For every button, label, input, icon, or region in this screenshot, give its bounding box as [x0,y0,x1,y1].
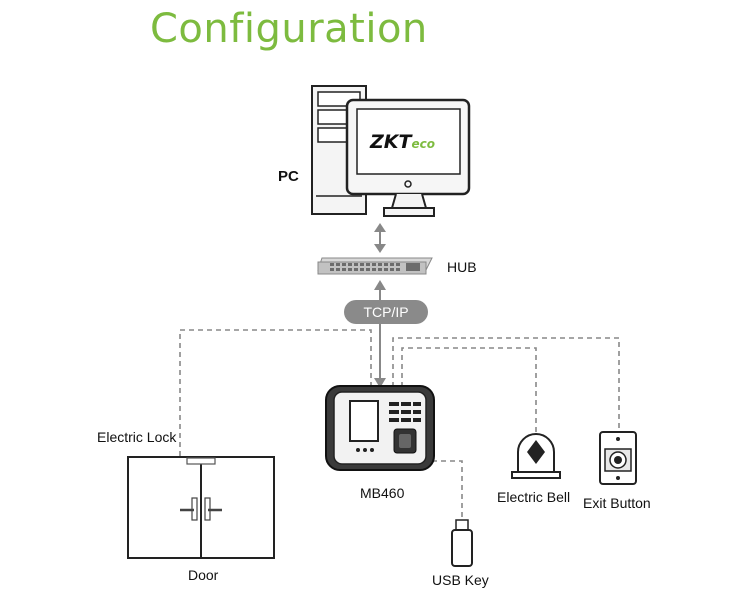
electric-lock-label: Electric Lock [97,429,177,445]
page-title: Configuration [150,6,428,52]
usb-key-label: USB Key [432,572,489,588]
door-icon [127,456,275,559]
usb-line [432,460,463,522]
pc-hub-arrow [374,223,386,253]
exit-button-icon [599,431,637,485]
usb-key-icon [451,519,473,567]
door-label: Door [188,567,219,583]
exit-button-label: Exit Button [583,495,651,511]
hub-icon [317,257,433,275]
hub-label: HUB [447,259,477,275]
electric-bell-label: Electric Bell [497,489,571,505]
logo-sub: eco [411,137,435,151]
hub-device-arrow [374,280,386,388]
pc-label: PC [278,168,299,185]
terminal-icon [325,385,435,471]
device-label: MB460 [360,485,405,501]
logo-main: ZKT [370,131,412,153]
lock-line [179,329,372,462]
monitor-icon [345,98,471,217]
exit-line [392,337,620,432]
bell-line [401,347,537,432]
bell-icon [511,433,561,479]
protocol-badge: TCP/IP [344,300,428,324]
connection-lines [179,329,620,522]
brand-logo: ZKTeco [370,131,435,153]
